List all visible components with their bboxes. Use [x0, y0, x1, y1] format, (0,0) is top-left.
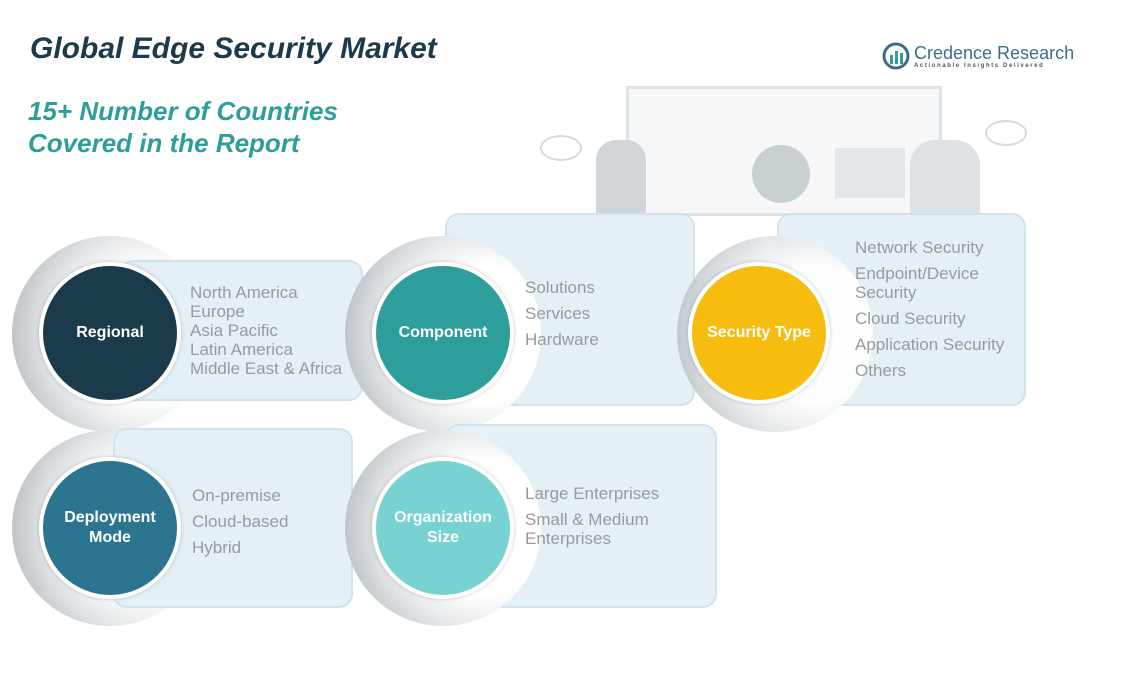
subtitle-line-2: Covered in the Report [28, 128, 300, 158]
deployment-circle: Deployment Mode [39, 457, 181, 599]
speech-bubble-icon [985, 120, 1027, 146]
list-item: Services [525, 304, 591, 323]
regional-circle: Regional [39, 262, 181, 404]
speech-bubble-icon [540, 135, 582, 161]
list-item: Europe [190, 302, 245, 321]
list-item: Endpoint/Device Security [855, 264, 979, 302]
list-item: Cloud-based [192, 512, 289, 531]
list-item: Others [855, 361, 907, 380]
list-item: Latin America [190, 340, 293, 359]
organization-items: Large Enterprises Small & Medium Enterpr… [525, 484, 665, 548]
logo-tagline: Actionable Insights Delivered [914, 63, 1045, 69]
security-type-items: Network Security Endpoint/Device Securit… [855, 238, 1020, 380]
regional-items: North America Europe Asia Pacific Latin … [190, 283, 342, 378]
security-type-circle: Security Type [688, 262, 830, 404]
deployment-items: On-premise Cloud-based Hybrid [192, 483, 288, 561]
list-item: On-premise [192, 486, 281, 505]
list-item: Hardware [525, 330, 599, 349]
logo-icon [882, 42, 910, 70]
subtitle-line-1: 15+ Number of Countries [28, 96, 338, 126]
pie-chart-illustration [752, 145, 810, 203]
person-illustration [910, 140, 980, 215]
list-item: Hybrid [192, 538, 242, 557]
component-items: Solutions Services Hardware [525, 275, 599, 353]
component-circle: Component [372, 262, 514, 404]
list-item: North America [190, 283, 298, 302]
list-item: Cloud Security [855, 309, 966, 328]
list-item: Network Security [855, 238, 984, 257]
page-title: Global Edge Security Market [30, 32, 437, 65]
organization-circle: Organization Size [372, 457, 514, 599]
list-item: Solutions [525, 278, 595, 297]
logo: Credence Research Actionable Insights De… [882, 42, 1074, 70]
list-item: Asia Pacific [190, 321, 278, 340]
list-item: Middle East & Africa [190, 359, 343, 378]
logo-name: Credence Research [914, 43, 1075, 63]
list-item: Application Security [855, 335, 1005, 354]
list-item: Large Enterprises [525, 484, 660, 503]
person-illustration [596, 140, 646, 215]
bar-chart-illustration [835, 148, 905, 198]
list-item: Small & Medium Enterprises [525, 510, 649, 548]
